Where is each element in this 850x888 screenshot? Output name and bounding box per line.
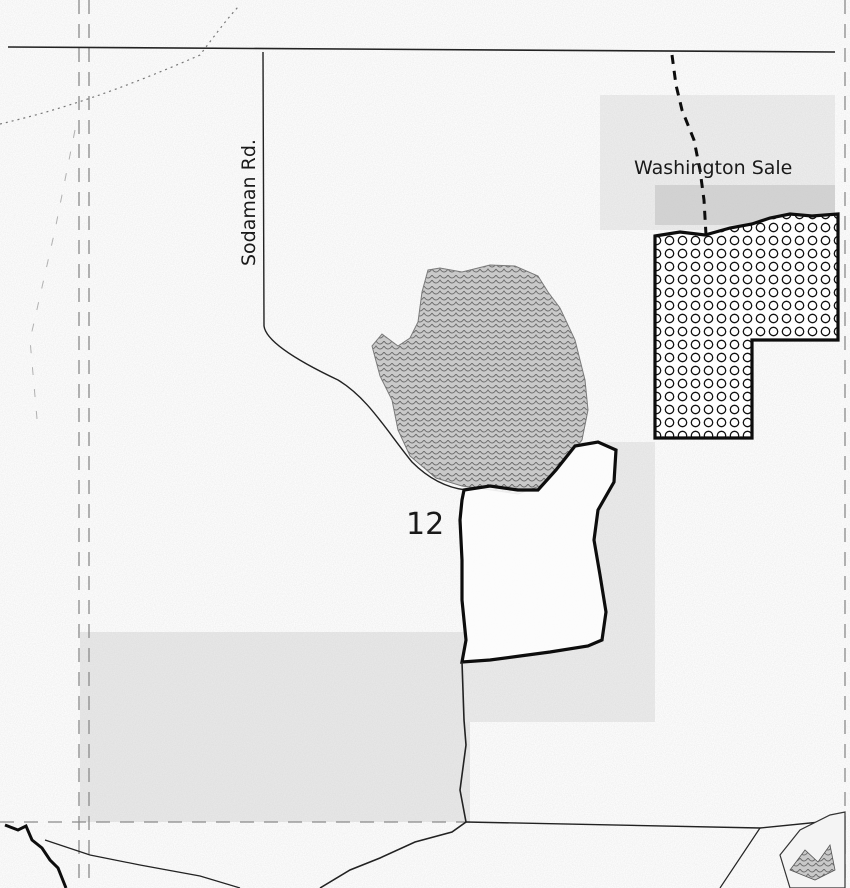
boundary-south-line bbox=[319, 661, 467, 888]
north-boundary-line bbox=[7, 46, 836, 53]
road-sodaman bbox=[262, 51, 467, 491]
washington-sale-area[interactable] bbox=[653, 212, 840, 440]
trail-faint-west bbox=[29, 129, 76, 431]
wiggly-boundary-southwest bbox=[4, 823, 68, 888]
corner-hatch-southeast bbox=[789, 844, 836, 881]
road-label-sodaman: Sodaman Rd. bbox=[238, 139, 260, 266]
boundary-southwest-thin bbox=[44, 839, 241, 888]
label-washington-sale: Washington Sale bbox=[634, 157, 792, 179]
label-unit-12: 12 bbox=[406, 507, 444, 542]
trail-dotted-northwest bbox=[0, 4, 241, 125]
dashed-route-washington bbox=[670, 54, 708, 236]
unit-12-boundary[interactable] bbox=[458, 440, 618, 664]
boundary-diagonal-southeast bbox=[719, 827, 761, 888]
